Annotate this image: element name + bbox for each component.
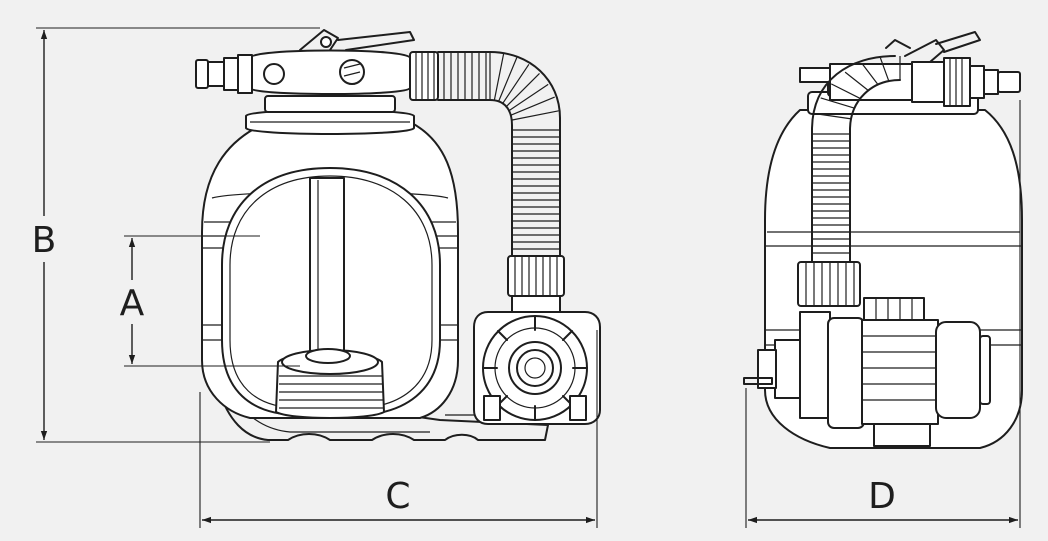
- dimension-c: C: [199, 330, 598, 528]
- dimension-b-label: B: [32, 220, 57, 261]
- dimension-d: D: [745, 100, 1021, 528]
- inlet-connector: [195, 54, 253, 94]
- dimension-c-label: C: [385, 476, 410, 517]
- side-flexible-hose: [849, 79, 901, 263]
- dimension-b: B: [20, 27, 320, 443]
- dimension-a-label: A: [120, 283, 145, 324]
- pump-housing: [473, 311, 601, 425]
- front-view: [195, 29, 601, 441]
- standpipe: [309, 177, 345, 359]
- multiport-valve: [249, 29, 415, 95]
- side-view: [743, 31, 1023, 449]
- outlet-union: [409, 51, 439, 101]
- side-valve: [799, 31, 1021, 107]
- dimension-d-label: D: [868, 476, 896, 517]
- side-pump-motor: [743, 297, 991, 447]
- side-pump-union: [797, 261, 861, 307]
- pump-union: [507, 255, 565, 313]
- flexible-hose: [437, 51, 561, 259]
- dimension-a: A: [110, 235, 300, 367]
